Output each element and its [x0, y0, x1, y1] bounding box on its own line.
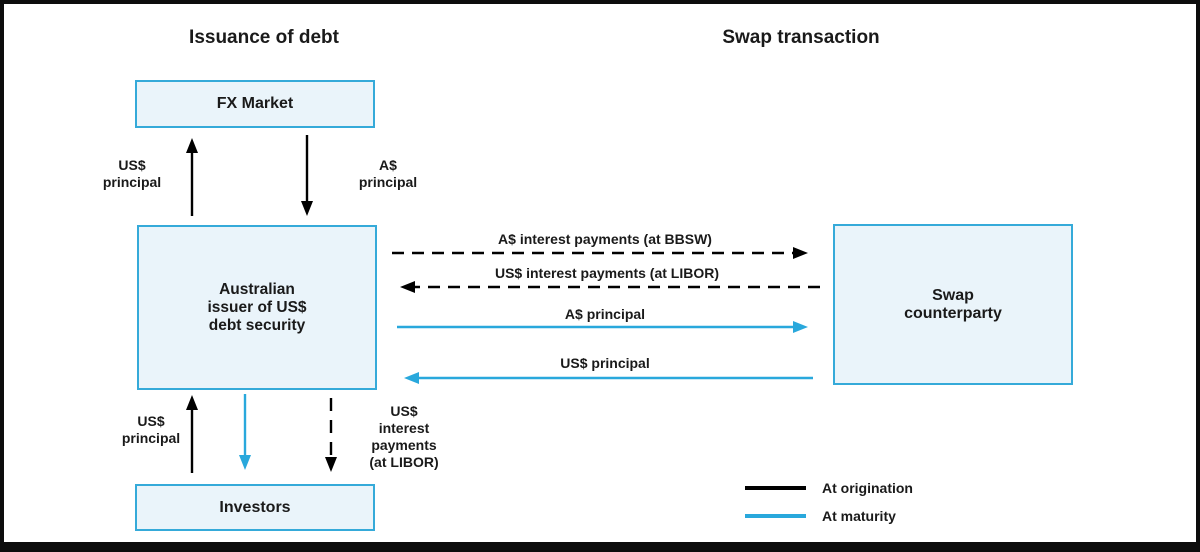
legend-line-maturity — [745, 514, 806, 518]
fx-market-label: FX Market — [216, 95, 294, 112]
issuer-label: Australian issuer of US$ debt security — [207, 280, 307, 334]
legend-line-origination — [745, 486, 806, 490]
label-us-interest-investors: US$ interest payments (at LIBOR) — [369, 403, 439, 470]
section-title-swap: Swap transaction — [722, 27, 880, 48]
label-us-principal-swap: US$ principal — [560, 355, 650, 371]
label-a-interest-swap: A$ interest payments (at BBSW) — [498, 231, 712, 247]
fx-market-box: FX Market — [135, 80, 375, 128]
legend-label-maturity: At maturity — [822, 508, 896, 524]
label-us-interest-swap: US$ interest payments (at LIBOR) — [494, 265, 720, 281]
swap-counterparty-label: Swap counterparty — [904, 286, 1002, 322]
label-us-principal-investors: US$ principal — [121, 413, 181, 446]
label-us-principal-fx: US$ principal — [102, 157, 162, 190]
label-a-principal-fx: A$ principal — [358, 157, 418, 190]
issuer-box: Australian issuer of US$ debt security — [137, 225, 377, 390]
swap-counterparty-box: Swap counterparty — [833, 224, 1073, 385]
investors-label: Investors — [219, 498, 291, 516]
section-title-issuance: Issuance of debt — [189, 27, 339, 48]
legend-label-origination: At origination — [822, 480, 913, 496]
label-a-principal-swap: A$ principal — [564, 306, 646, 322]
investors-box: Investors — [135, 484, 375, 531]
